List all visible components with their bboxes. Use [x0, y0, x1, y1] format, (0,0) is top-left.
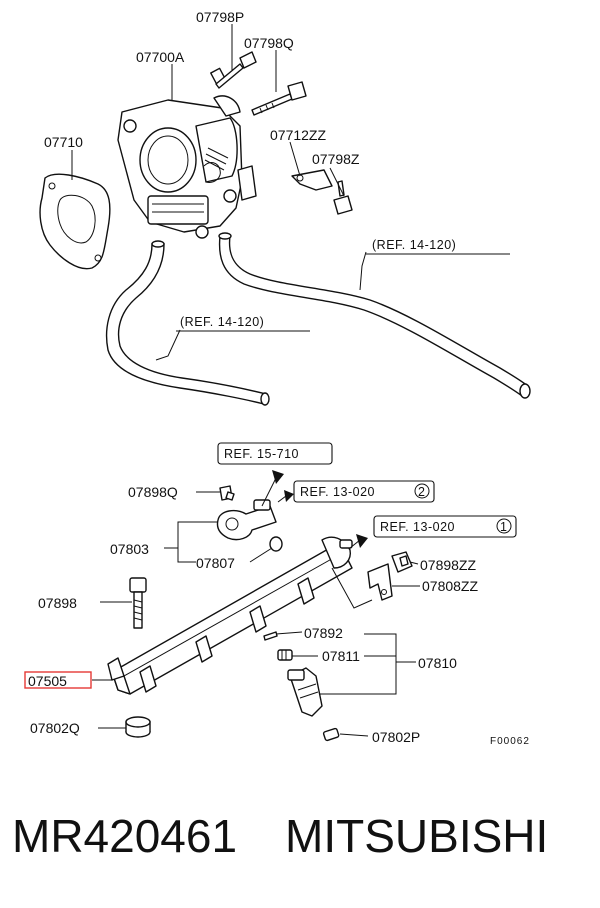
- label-07898Q: 07898Q: [128, 484, 178, 500]
- o-ring-07807: [269, 536, 283, 552]
- bolt-07798P: [210, 51, 257, 89]
- label-07810: 07810: [418, 655, 457, 671]
- label-07802Q: 07802Q: [30, 720, 80, 736]
- highlight-box-07505: [24, 671, 92, 689]
- caption-brand: MITSUBISHI: [285, 810, 549, 862]
- label-07898: 07898: [38, 595, 77, 611]
- insulator-07802Q: [125, 716, 151, 738]
- gasket-07710: [39, 173, 111, 270]
- label-07803: 07803: [110, 541, 149, 557]
- ref-14-120-left: (REF. 14-120): [180, 315, 264, 329]
- o-ring-07892: [263, 631, 278, 641]
- ref-13-020-2: REF. 13-020: [300, 485, 375, 499]
- ref-arrows: [261, 470, 368, 549]
- ref-13-020-1-number: 1: [500, 520, 507, 534]
- bolt-07798Z: [333, 180, 353, 215]
- label-07712ZZ: 07712ZZ: [270, 127, 326, 143]
- ref-box-13-020-2: [293, 480, 435, 503]
- bracket-07712ZZ: [291, 169, 333, 191]
- bolt-07898: [129, 577, 147, 629]
- caption: MR420461 MITSUBISHI: [0, 796, 600, 876]
- fuel-rail-07505: [107, 536, 353, 695]
- ref-13-020-2-circle: [414, 483, 430, 499]
- label-07811: 07811: [322, 648, 360, 664]
- label-07798P: 07798P: [196, 9, 244, 25]
- ref-box-15-710: [217, 442, 333, 465]
- label-07700A: 07700A: [136, 49, 185, 65]
- label-07798Q: 07798Q: [244, 35, 294, 51]
- nut-07898ZZ: [391, 551, 413, 573]
- caption-part-number: MR420461: [12, 810, 238, 862]
- ref-14-120-right: (REF. 14-120): [372, 238, 456, 252]
- parts-diagram: 07798P 07700A 07798Q 07710 07712ZZ 07798…: [24, 9, 531, 747]
- bolt-07898Q: [219, 485, 235, 501]
- label-07505: 07505: [28, 673, 67, 689]
- pressure-regulator-07803: [216, 499, 277, 541]
- leader-lines: [71, 24, 420, 737]
- label-07892: 07892: [304, 625, 343, 641]
- ref-13-020-1-circle: [496, 518, 512, 534]
- grommet-07811: [277, 649, 293, 661]
- label-07798Z: 07798Z: [312, 151, 360, 167]
- injector-07810: [287, 667, 323, 717]
- figure-code: F00062: [490, 736, 530, 747]
- label-07802P: 07802P: [372, 729, 420, 745]
- o-ring-07802P: [322, 727, 340, 742]
- ref-15-710: REF. 15-710: [224, 447, 299, 461]
- ref-labels: (REF. 14-120) (REF. 14-120) REF. 15-710 …: [176, 238, 517, 538]
- ref-box-13-020-1: [373, 515, 517, 538]
- ref-13-020-1: REF. 13-020: [380, 520, 455, 534]
- part-labels: 07798P 07700A 07798Q 07710 07712ZZ 07798…: [24, 9, 478, 745]
- hose-right: [218, 232, 531, 399]
- bracket-07808ZZ: [367, 563, 393, 601]
- label-07808ZZ: 07808ZZ: [422, 578, 478, 594]
- bolt-07798Q: [251, 81, 307, 116]
- label-07898ZZ: 07898ZZ: [420, 557, 476, 573]
- hose-left: [105, 240, 270, 406]
- throttle-body-07700A: [117, 95, 257, 239]
- ref-13-020-2-number: 2: [418, 485, 425, 499]
- label-07807: 07807: [196, 555, 235, 571]
- label-07710: 07710: [44, 134, 83, 150]
